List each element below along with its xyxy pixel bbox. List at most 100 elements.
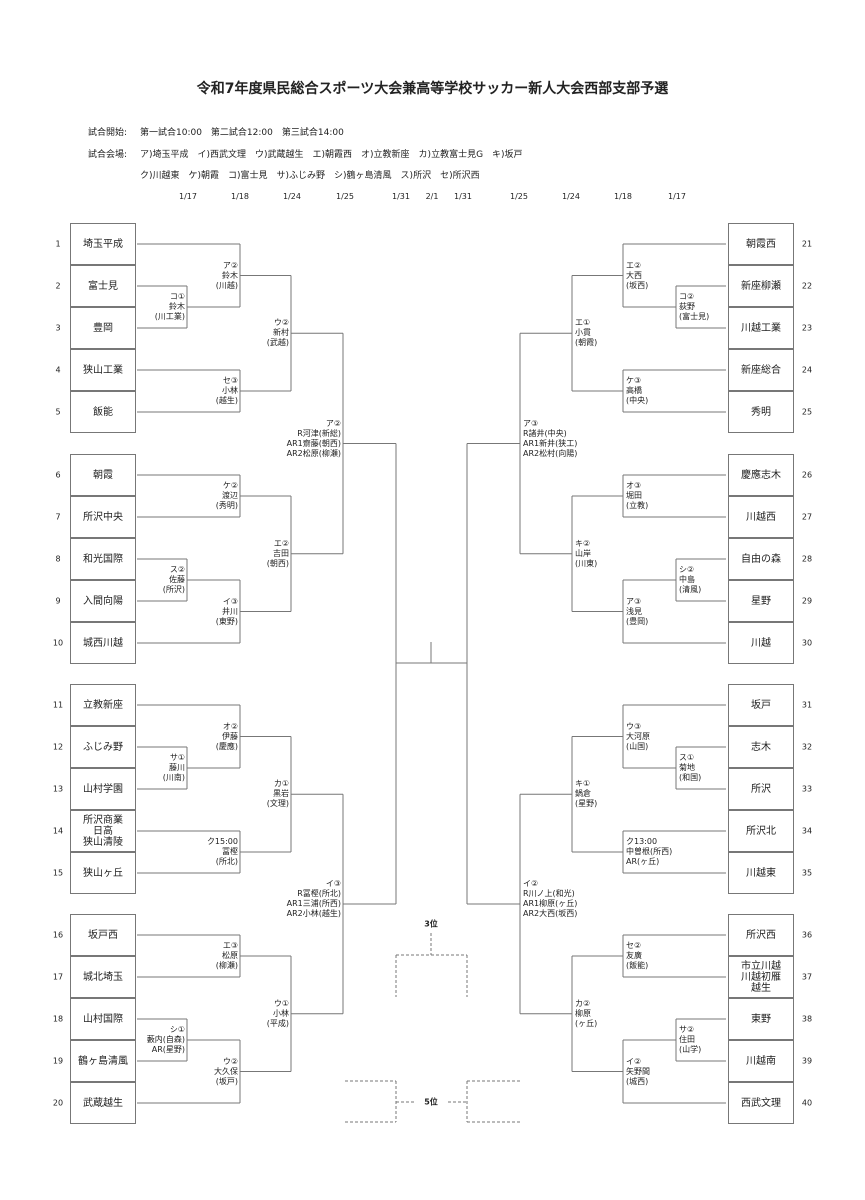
team-number: 3 bbox=[55, 323, 61, 333]
team-number: 1 bbox=[55, 239, 61, 249]
team-number: 34 bbox=[801, 826, 813, 836]
label-line: AR1三浦(所西) bbox=[286, 899, 341, 908]
team-box: 城西川越 bbox=[70, 622, 136, 664]
label-line: AR(ヶ丘) bbox=[626, 857, 660, 866]
label-line: 小貫 bbox=[575, 328, 591, 338]
team-number: 35 bbox=[801, 868, 813, 878]
team-number: 13 bbox=[52, 784, 64, 794]
team-box: 市立川越 川越初雁 越生 bbox=[728, 956, 794, 998]
label-line: (中央) bbox=[626, 396, 649, 405]
team-box: 武蔵越生 bbox=[70, 1082, 136, 1124]
label-line: (所北) bbox=[215, 857, 238, 866]
label-line: ア③ bbox=[626, 596, 642, 606]
team-box: 東野 bbox=[728, 998, 794, 1040]
label-line: ア③ bbox=[523, 418, 539, 428]
team-number: 38 bbox=[801, 1014, 813, 1024]
label-line: AR1新井(狭工) bbox=[523, 438, 578, 448]
round-date: 1/18 bbox=[614, 192, 632, 201]
team-number: 32 bbox=[801, 742, 813, 752]
team-box: 所沢中央 bbox=[70, 496, 136, 538]
label-line: R諸井(中央) bbox=[523, 428, 567, 438]
team-box: 自由の森 bbox=[728, 538, 794, 580]
team-number: 26 bbox=[801, 470, 813, 480]
label-line: (秀明) bbox=[215, 501, 238, 510]
label-line: サ② bbox=[679, 1025, 695, 1034]
team-number: 2 bbox=[55, 281, 61, 291]
venues-label: 試合会場: bbox=[88, 150, 128, 160]
venues-row-1: ア)埼玉平成 イ)西武文理 ウ)武蔵越生 エ)朝霞西 オ)立教新座 カ)立教富士… bbox=[140, 150, 523, 160]
label-line: 矢野間 bbox=[626, 1066, 650, 1076]
label-line: (朝西) bbox=[266, 558, 289, 568]
label-line: 高橋 bbox=[626, 386, 642, 395]
label-line: エ③ bbox=[222, 941, 238, 950]
label-line: 小林 bbox=[222, 386, 238, 395]
label-line: 吉田 bbox=[273, 548, 289, 558]
round-date: 1/17 bbox=[668, 192, 686, 201]
label-line: (富士見) bbox=[679, 312, 710, 321]
team-box: 志木 bbox=[728, 726, 794, 768]
team-number: 28 bbox=[801, 554, 813, 564]
team-box: 川越工業 bbox=[728, 307, 794, 349]
label-line: カ② bbox=[575, 998, 591, 1008]
team-number: 23 bbox=[801, 323, 813, 333]
team-box: 星野 bbox=[728, 580, 794, 622]
round-date: 2/1 bbox=[425, 192, 439, 201]
label-line: イ③ bbox=[222, 596, 238, 606]
label-line: 大河原 bbox=[626, 731, 650, 741]
team-box: 所沢北 bbox=[728, 810, 794, 852]
label-line: サ① bbox=[169, 753, 185, 762]
team-box: 坂戸西 bbox=[70, 914, 136, 956]
label-line: (ヶ丘) bbox=[575, 1018, 598, 1028]
label-line: 小林 bbox=[273, 1008, 289, 1018]
team-box: 狭山工業 bbox=[70, 349, 136, 391]
label-line: (和国) bbox=[679, 773, 702, 782]
label-line: 荻野 bbox=[679, 302, 695, 311]
team-number: 16 bbox=[52, 930, 64, 940]
label-line: (川越) bbox=[215, 280, 238, 290]
label-line: R冨樫(所北) bbox=[297, 889, 341, 898]
venues-row-2: ク)川越東 ケ)朝霞 コ)富士見 サ)ふじみ野 シ)鶴ヶ島清風 ス)所沢 セ)所… bbox=[140, 171, 480, 181]
label-line: キ② bbox=[575, 538, 591, 548]
label-line: AR2小林(越生) bbox=[286, 909, 341, 918]
label-line: 鈴木 bbox=[169, 302, 185, 311]
label-line: 伊藤 bbox=[222, 731, 238, 741]
team-box: 坂戸 bbox=[728, 684, 794, 726]
team-number: 5 bbox=[55, 407, 61, 417]
team-number: 22 bbox=[801, 281, 813, 291]
label-line: エ② bbox=[273, 538, 289, 548]
label-line: 佐藤 bbox=[169, 575, 185, 584]
label-line: セ② bbox=[626, 941, 642, 950]
label-line: (慶應) bbox=[215, 741, 238, 751]
label-line: ウ② bbox=[273, 318, 289, 328]
label-line: 友廣 bbox=[626, 951, 642, 960]
label-line: (飯能) bbox=[626, 961, 649, 970]
team-box: 所沢商業 日高 狭山清陵 bbox=[70, 810, 136, 852]
round-date: 1/24 bbox=[283, 192, 301, 201]
team-box: 埼玉平成 bbox=[70, 223, 136, 265]
label-line: オ③ bbox=[626, 481, 642, 490]
team-number: 11 bbox=[52, 700, 64, 710]
team-box: 豊岡 bbox=[70, 307, 136, 349]
label-line: イ③ bbox=[325, 879, 341, 888]
label-line: ウ① bbox=[273, 998, 289, 1008]
label-line: コ① bbox=[169, 292, 185, 301]
label-line: (所沢) bbox=[162, 585, 185, 594]
label-line: (清風) bbox=[679, 585, 702, 594]
